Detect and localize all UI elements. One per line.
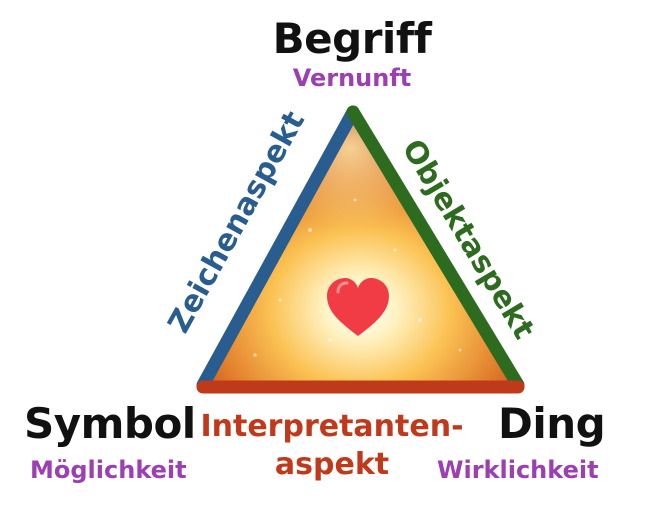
heart-highlight xyxy=(336,281,349,294)
edge-label-bottom-line2: aspekt xyxy=(274,447,390,482)
edge-line-right xyxy=(346,105,525,392)
node-subtitle-left: Möglichkeit xyxy=(30,456,187,484)
edge-label-bottom-line1: Interpretanten- xyxy=(200,409,464,444)
edge-line-left xyxy=(196,105,360,392)
node-title-right: Ding xyxy=(498,399,606,448)
node-subtitle-right: Wirklichkeit xyxy=(437,456,599,484)
heart-icon xyxy=(327,278,389,336)
node-title-top: Begriff xyxy=(272,14,432,63)
node-subtitle-top: Vernunft xyxy=(292,64,412,92)
node-title-left: Symbol xyxy=(24,399,196,448)
